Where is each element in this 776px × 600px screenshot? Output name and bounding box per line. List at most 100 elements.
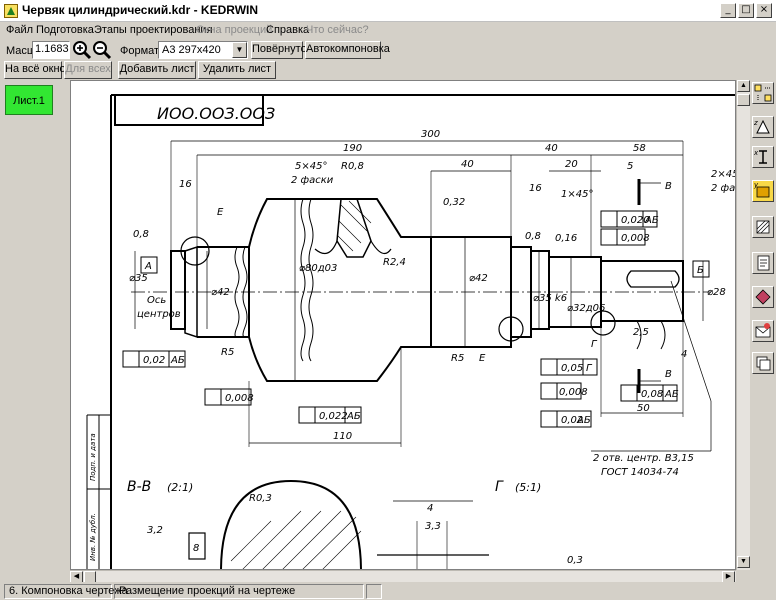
- label-centrov: центров: [137, 309, 181, 320]
- tol-0020: 0,020: [621, 215, 650, 226]
- tool-section[interactable]: [752, 216, 774, 238]
- dim-r08: R0,8: [341, 161, 364, 172]
- side-stamp-sign: Подп. и дата: [89, 433, 97, 481]
- dim-50: 50: [637, 403, 650, 414]
- status-message: Размещение проекций на чертеже: [114, 584, 364, 599]
- dim-d42b: ⌀42: [469, 273, 488, 284]
- dim-d32: ⌀32д06: [567, 303, 605, 314]
- status-extra: [366, 584, 382, 599]
- drawing-canvas[interactable]: ИОО.ООЗ.ООЗ 300 190 40 40 20 58 5×45° 2 …: [70, 80, 736, 570]
- side-stamp-inv: Инв. № дубл.: [89, 513, 97, 561]
- fit-all-button[interactable]: Для всех: [64, 61, 112, 79]
- status-step: 6. Компоновка чертежа: [4, 584, 128, 599]
- dim-r5b: R5: [451, 353, 464, 364]
- scroll-left-icon[interactable]: ◀: [70, 571, 83, 583]
- dim-5: 5: [627, 161, 633, 172]
- svg-text:x: x: [753, 149, 759, 157]
- minimize-button[interactable]: _: [720, 3, 736, 18]
- zoom-in-icon: [73, 41, 92, 60]
- document-icon: [757, 255, 770, 271]
- dim-4: 4: [681, 349, 687, 360]
- tool-print[interactable]: [752, 320, 774, 342]
- scroll-up-icon[interactable]: ▲: [737, 80, 750, 92]
- tool-move[interactable]: [752, 286, 774, 308]
- tool-sheet-props[interactable]: [752, 252, 774, 274]
- dim-25: 2,5: [633, 327, 649, 338]
- dim-d42a: ⌀42: [211, 287, 230, 298]
- datum-b: Б: [697, 265, 704, 276]
- status-bar: 6. Компоновка чертежа Размещение проекци…: [0, 582, 776, 600]
- scroll-thumb-vertical[interactable]: [737, 94, 750, 106]
- label-os: Ось: [147, 295, 166, 306]
- dim-40b: 40: [545, 143, 558, 154]
- tool-view-y[interactable]: y: [752, 180, 774, 202]
- scroll-right-icon[interactable]: ▶: [722, 571, 735, 583]
- section-title-bb: В-В: [127, 479, 151, 495]
- tol-0008b: 0,008: [559, 387, 588, 398]
- menu-help[interactable]: Справка: [266, 24, 310, 36]
- tol-002: 0,02: [143, 355, 165, 366]
- tol-0008c: 0,008: [621, 233, 650, 244]
- tol-ab2: АБ: [346, 411, 361, 422]
- dim-58: 58: [633, 143, 646, 154]
- delete-sheet-button[interactable]: Удалить лист: [198, 61, 276, 79]
- tol-ab3: АБ: [576, 415, 591, 426]
- layout-grid-icon: [754, 84, 772, 102]
- sheet-tab-1[interactable]: Лист.1: [5, 85, 53, 115]
- autolayout-button[interactable]: Автокомпоновка: [305, 41, 390, 59]
- view-top-icon: y: [753, 181, 770, 198]
- dim-032: 0,32: [443, 197, 465, 208]
- dim-16a: 16: [179, 179, 192, 190]
- dim-08a: 0,8: [133, 229, 149, 240]
- technical-drawing: ИОО.ООЗ.ООЗ 300 190 40 40 20 58 5×45° 2 …: [86, 94, 736, 569]
- add-sheet-button[interactable]: Добавить лист: [118, 61, 196, 79]
- horizontal-scrollbar[interactable]: ◀ ▶: [70, 570, 736, 583]
- zoom-in-button[interactable]: [72, 40, 92, 60]
- dim-20: 20: [565, 159, 578, 170]
- dim-190: 190: [343, 143, 362, 154]
- tool-export[interactable]: [752, 352, 774, 374]
- section-mark-b2: В: [665, 369, 672, 380]
- callout-e2: E: [479, 353, 486, 364]
- format-select[interactable]: A3 297x420 ▼: [158, 41, 248, 59]
- sheet-panel: Лист.1: [0, 79, 68, 582]
- section-scale-bb: (2:1): [167, 481, 193, 494]
- dim-16b: 16: [529, 183, 542, 194]
- fit-window-button[interactable]: На всё окно: [4, 61, 66, 79]
- menu-projection-windows[interactable]: Окна проекций: [196, 24, 273, 36]
- menu-preparation[interactable]: Подготовка: [36, 24, 94, 36]
- tool-palette: z x y: [750, 80, 776, 580]
- menu-design-stages[interactable]: Этапы проектирования: [94, 24, 213, 36]
- tol-ab5: АБ: [664, 389, 679, 400]
- move-diamond-icon: [755, 289, 771, 305]
- scale-input[interactable]: 1.1683: [32, 41, 70, 59]
- dim-2x45: 2×45: [711, 169, 736, 180]
- dim-40a: 40: [461, 159, 474, 170]
- close-button[interactable]: ×: [756, 3, 772, 18]
- zoom-out-button[interactable]: [92, 40, 112, 60]
- dim-1x45: 1×45°: [561, 189, 593, 200]
- rotated-button[interactable]: Повёрнуто: [251, 41, 307, 59]
- menu-file[interactable]: Файл: [6, 24, 34, 36]
- tol-0022: 0,022: [319, 411, 348, 422]
- zoom-out-icon: [93, 41, 112, 60]
- tool-layout[interactable]: [752, 82, 774, 104]
- callout-g: Г: [591, 339, 598, 350]
- maximize-button[interactable]: □: [738, 3, 754, 18]
- section-hatch-icon: [756, 220, 770, 234]
- scroll-down-icon[interactable]: ▼: [737, 556, 750, 568]
- title-bar: Червяк цилиндрический.kdr - KEDRWIN _ □ …: [0, 0, 776, 22]
- stack-icon: [756, 356, 771, 371]
- format-select-value: A3 297x420: [162, 44, 221, 56]
- menu-whats-this[interactable]: Что сейчас?: [306, 24, 369, 36]
- tool-view-z[interactable]: z: [752, 116, 774, 138]
- dim-d35: ⌀35: [129, 273, 148, 284]
- section-title-g: Г: [495, 479, 504, 495]
- vertical-scrollbar[interactable]: ▲ ▼: [736, 80, 750, 570]
- callout-e1: E: [217, 207, 224, 218]
- title-box-text: ИОО.ООЗ.ООЗ: [157, 104, 275, 123]
- tol-002b: 0,02: [561, 415, 583, 426]
- dim-d28: ⌀28: [707, 287, 726, 298]
- tool-view-x[interactable]: x: [752, 146, 774, 168]
- dim-300: 300: [421, 129, 440, 140]
